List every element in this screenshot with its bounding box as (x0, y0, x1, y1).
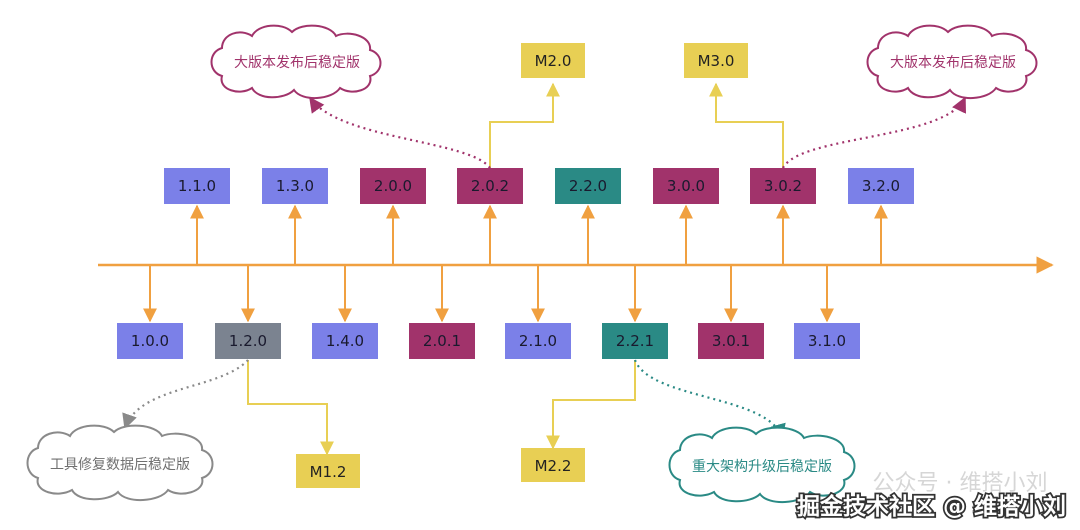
version-box-bg (457, 168, 523, 204)
version-label: 2.0.0 (374, 177, 412, 195)
top-versions: 1.1.0 1.3.0 2.0.0 2.0.2 2.2.0 3.0.0 3.0.2 3.2.0 (164, 168, 914, 265)
milestone-m1-2: M1.2 (296, 454, 360, 488)
version-box-bg (794, 323, 860, 359)
bottom-versions: 1.0.0 1.2.0 1.4.0 2.0.1 2.1.0 2.2.1 3.0.1 3.1.0 (117, 265, 860, 359)
connector-221-to-m22 (546, 360, 636, 450)
version-box-2-0-1: 2.0.1 (409, 323, 475, 359)
version-box-bg (312, 323, 378, 359)
cloud-bottom-right: 重大架构升级后稳定版 (668, 426, 856, 503)
version-box-bg (262, 168, 328, 204)
svg-text:M2.0: M2.0 (535, 52, 572, 70)
version-box-1-0-0: 1.0.0 (117, 323, 183, 359)
watermark-main: 掘金技术社区 @ 维搭小刘 (797, 493, 1066, 520)
version-box-bg (360, 168, 426, 204)
milestone-m2-0: M2.0 (521, 43, 585, 78)
milestone-m2-2: M2.2 (521, 448, 585, 482)
version-label: 3.0.1 (712, 332, 750, 350)
dotted-120-to-cloud (122, 359, 249, 430)
version-box-2-0-0: 2.0.0 (360, 168, 426, 204)
dotted-221-to-cloud (633, 359, 786, 440)
version-box-bg (409, 323, 475, 359)
version-box-1-3-0: 1.3.0 (262, 168, 328, 204)
milestone-m3-0: M3.0 (684, 43, 748, 78)
version-box-3-2-0: 3.2.0 (848, 168, 914, 204)
version-box-3-0-2: 3.0.2 (750, 168, 816, 204)
version-label: 1.1.0 (178, 177, 216, 195)
watermark-faint: 公众号 · 维搭小刘 (873, 471, 1048, 496)
connector-302-to-m30 (709, 82, 784, 168)
cloud-left-top: 大版本发布后稳定版 (210, 24, 382, 99)
version-label: 2.1.0 (519, 332, 557, 350)
version-box-bg (602, 323, 668, 359)
version-label: 2.0.2 (471, 177, 509, 195)
version-box-bg (505, 323, 571, 359)
svg-text:重大架构升级后稳定版: 重大架构升级后稳定版 (692, 459, 832, 475)
version-box-bg (117, 323, 183, 359)
version-box-2-2-0: 2.2.0 (555, 168, 621, 204)
version-label: 1.3.0 (276, 177, 314, 195)
svg-text:M3.0: M3.0 (698, 52, 735, 70)
connector-202-to-m20 (489, 82, 560, 168)
version-box-bg (215, 323, 281, 359)
version-box-2-0-2: 2.0.2 (457, 168, 523, 204)
version-label: 3.0.0 (667, 177, 705, 195)
version-box-1-2-0: 1.2.0 (215, 323, 281, 359)
dotted-302-to-cloud (782, 96, 966, 169)
version-box-2-2-1: 2.2.1 (602, 323, 668, 359)
connector-120-to-m12 (247, 360, 334, 456)
version-box-3-0-0: 3.0.0 (653, 168, 719, 204)
version-label: 1.0.0 (131, 332, 169, 350)
version-label: 2.2.1 (616, 332, 654, 350)
svg-text:工具修复数据后稳定版: 工具修复数据后稳定版 (50, 456, 190, 473)
version-label: 3.0.2 (764, 177, 802, 195)
dotted-202-to-cloud (309, 96, 491, 169)
version-box-bg (848, 168, 914, 204)
version-box-3-0-1: 3.0.1 (698, 323, 764, 359)
version-box-bg (653, 168, 719, 204)
cloud-right-top: 大版本发布后稳定版 (866, 24, 1038, 99)
cloud-bottom-left: 工具修复数据后稳定版 (26, 424, 214, 501)
svg-text:M2.2: M2.2 (535, 457, 572, 475)
version-label: 2.2.0 (569, 177, 607, 195)
svg-text:大版本发布后稳定版: 大版本发布后稳定版 (890, 55, 1016, 71)
version-label: 2.0.1 (423, 332, 461, 350)
version-box-1-4-0: 1.4.0 (312, 323, 378, 359)
version-box-bg (555, 168, 621, 204)
version-box-bg (698, 323, 764, 359)
version-box-2-1-0: 2.1.0 (505, 323, 571, 359)
version-label: 1.4.0 (326, 332, 364, 350)
version-box-3-1-0: 3.1.0 (794, 323, 860, 359)
version-label: 1.2.0 (229, 332, 267, 350)
version-box-bg (164, 168, 230, 204)
version-box-bg (750, 168, 816, 204)
svg-text:大版本发布后稳定版: 大版本发布后稳定版 (234, 55, 360, 71)
version-label: 3.1.0 (808, 332, 846, 350)
version-label: 3.2.0 (862, 177, 900, 195)
version-box-1-1-0: 1.1.0 (164, 168, 230, 204)
svg-text:M1.2: M1.2 (310, 463, 347, 481)
